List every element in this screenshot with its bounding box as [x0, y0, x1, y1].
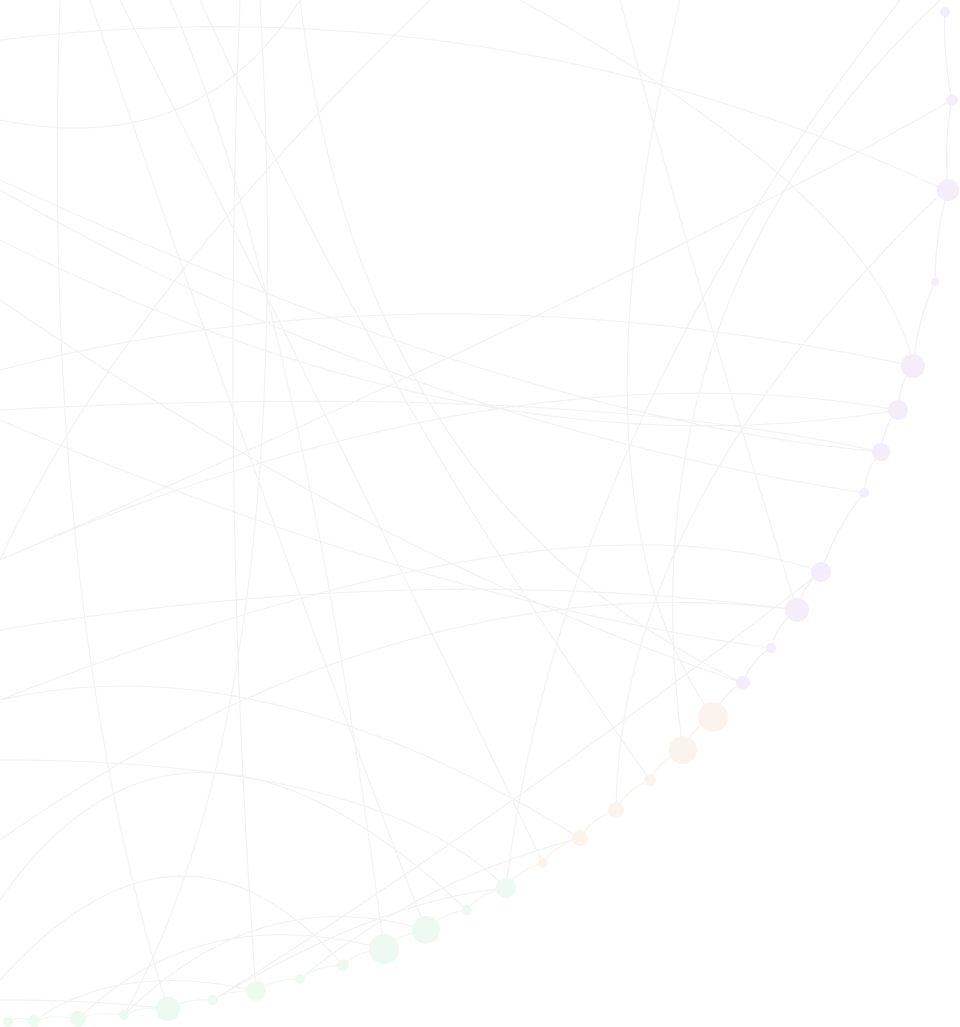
- network-edge: [0, 685, 581, 839]
- network-edge: [0, 313, 914, 371]
- network-node: [337, 959, 349, 971]
- network-edge: [943, 11, 953, 101]
- network-node: [608, 802, 624, 818]
- network-edge: [0, 419, 772, 649]
- network-edge: [0, 392, 899, 561]
- network-edge: [123, 915, 427, 1016]
- network-edge: [0, 875, 344, 981]
- network-node: [811, 562, 831, 582]
- network-edge: [615, 189, 946, 811]
- network-edge: [0, 26, 946, 191]
- network-node: [644, 774, 656, 786]
- node-layer: [3, 7, 959, 1027]
- network-edge: [0, 999, 169, 1010]
- network-edge: [912, 281, 936, 367]
- network-edge: [619, 0, 798, 611]
- network-edge: [934, 189, 949, 283]
- network-edge: [169, 0, 385, 950]
- network-node: [412, 916, 440, 944]
- network-node: [901, 354, 925, 378]
- network-edge: [820, 492, 865, 573]
- network-node: [70, 1011, 86, 1027]
- network-node: [669, 736, 697, 764]
- network-node: [946, 94, 958, 106]
- network-edge: [33, 980, 257, 1022]
- network-edge: [0, 601, 798, 841]
- network-edge: [299, 837, 581, 980]
- network-edge: [119, 0, 544, 864]
- network-edge: [0, 771, 468, 911]
- network-edge: [0, 299, 744, 684]
- network-edge: [77, 934, 385, 1020]
- network-node: [156, 997, 180, 1021]
- network-node: [369, 934, 399, 964]
- network-edge: [0, 99, 953, 561]
- network-node: [3, 1017, 13, 1027]
- network-node: [872, 443, 890, 461]
- network-edge: [672, 0, 941, 751]
- network-edge: [0, 544, 822, 701]
- network-node: [572, 830, 588, 846]
- network-edge: [299, 964, 344, 980]
- network-node: [766, 643, 776, 653]
- network-node: [736, 676, 750, 690]
- network-node: [940, 7, 950, 17]
- network-edge: [212, 571, 822, 1001]
- network-node: [859, 488, 869, 498]
- network-edge: [299, 0, 744, 684]
- network-edge: [0, 239, 899, 427]
- network-edge: [212, 887, 507, 1001]
- network-edge: [0, 0, 431, 561]
- network-node: [246, 981, 266, 1001]
- network-edge: [232, 0, 257, 992]
- network-node: [462, 905, 472, 915]
- network-edge: [199, 0, 651, 781]
- network-node: [931, 278, 939, 286]
- network-node: [119, 1010, 129, 1020]
- network-edge: [626, 0, 714, 718]
- network-edge: [519, 0, 914, 367]
- network-edge: [0, 179, 882, 453]
- network-edge: [0, 0, 301, 129]
- network-node: [28, 1015, 40, 1027]
- network-node: [496, 878, 516, 898]
- network-node: [295, 974, 305, 984]
- network-edge: [0, 759, 507, 889]
- network-edge: [0, 400, 882, 453]
- network-edge: [56, 0, 169, 1010]
- network-edge: [0, 588, 798, 631]
- network-node: [538, 858, 548, 868]
- network-node: [785, 598, 809, 622]
- network-edge: [505, 0, 901, 889]
- network-edge: [123, 0, 269, 1016]
- network-edge: [89, 0, 427, 931]
- network-node: [698, 702, 728, 732]
- network-node: [937, 179, 959, 201]
- network-node: [888, 400, 908, 420]
- network-edge: [946, 99, 953, 191]
- network-node: [208, 995, 218, 1005]
